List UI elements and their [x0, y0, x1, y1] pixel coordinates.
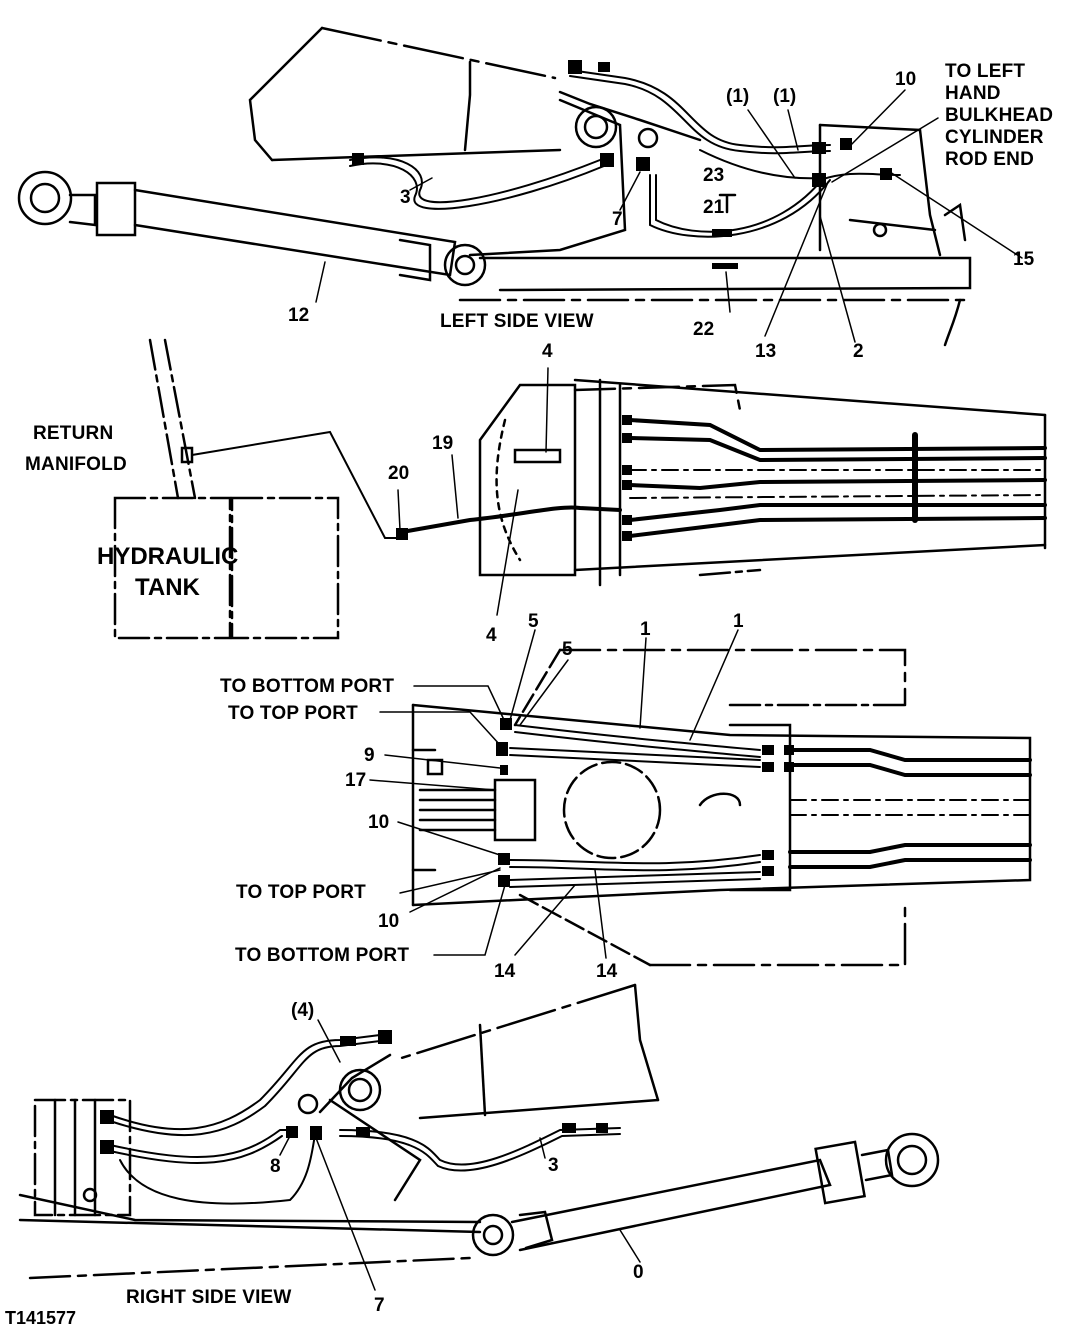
callout-13: 13	[755, 341, 777, 362]
callout-4-bottom: 4	[486, 625, 497, 646]
callout-20: 20	[388, 463, 410, 484]
right-side-view-drawing	[18, 983, 940, 1280]
top-view-leaders	[397, 367, 549, 616]
callout-8: 8	[270, 1156, 281, 1177]
figure-id: T141577	[5, 1308, 77, 1328]
callout-7: 7	[612, 209, 623, 230]
plan-view-drawing	[411, 648, 1032, 967]
callout-7-right: 7	[374, 1295, 385, 1316]
right-view-leaders	[279, 1019, 641, 1291]
callout-15: 15	[1013, 249, 1035, 270]
note-to-left-line1: TO LEFT	[945, 61, 1026, 82]
callout-9: 9	[364, 745, 375, 766]
plan-view-leaders	[369, 629, 739, 959]
return-label-line2: MANIFOLD	[25, 454, 127, 475]
callout-22: 22	[693, 319, 715, 340]
note-to-top-port-lower: TO TOP PORT	[236, 882, 366, 903]
callout-0: 0	[633, 1262, 644, 1283]
callout-4-top: 4	[542, 341, 553, 362]
hydraulic-tank-label-line2: TANK	[135, 574, 200, 601]
callout-1-plan-b: 1	[733, 611, 744, 632]
left-view-leaders	[315, 89, 1023, 343]
callout-10-plan-a: 10	[368, 812, 390, 833]
note-to-top-port-upper: TO TOP PORT	[228, 703, 358, 724]
callout-2: 2	[853, 341, 864, 362]
callout-3: 3	[400, 187, 411, 208]
callout-1b: (1)	[773, 86, 797, 107]
left-side-view-drawing	[17, 26, 972, 347]
callout-3-right: 3	[548, 1155, 559, 1176]
callout-21: 21	[703, 197, 725, 218]
return-manifold-view-drawing	[113, 338, 1047, 640]
callout-14b: 14	[596, 961, 618, 982]
note-to-left-line4: CYLINDER	[945, 127, 1044, 148]
note-to-bottom-port-upper: TO BOTTOM PORT	[220, 676, 395, 697]
note-to-bottom-port-lower: TO BOTTOM PORT	[235, 945, 410, 966]
callout-1a: (1)	[726, 86, 750, 107]
callout-5b: 5	[562, 639, 573, 660]
callout-10-plan-b: 10	[378, 911, 400, 932]
callout-1-plan-a: 1	[640, 619, 651, 640]
right-side-view-label: RIGHT SIDE VIEW	[126, 1287, 292, 1308]
return-label-line1: RETURN	[33, 423, 114, 444]
callout-19: 19	[432, 433, 454, 454]
left-side-view-label: LEFT SIDE VIEW	[440, 311, 594, 332]
callout-14a: 14	[494, 961, 516, 982]
hydraulic-tank-label-line1: HYDRAULIC	[97, 543, 239, 570]
callout-5a: 5	[528, 611, 539, 632]
callout-4-right: (4)	[291, 1000, 315, 1021]
callout-17: 17	[345, 770, 367, 791]
callout-12: 12	[288, 305, 310, 326]
callout-10: 10	[895, 69, 917, 90]
callout-23: 23	[703, 165, 725, 186]
note-to-left-line5: ROD END	[945, 149, 1035, 170]
note-to-left-line2: HAND	[945, 83, 1001, 104]
note-to-left-line3: BULKHEAD	[945, 105, 1054, 126]
